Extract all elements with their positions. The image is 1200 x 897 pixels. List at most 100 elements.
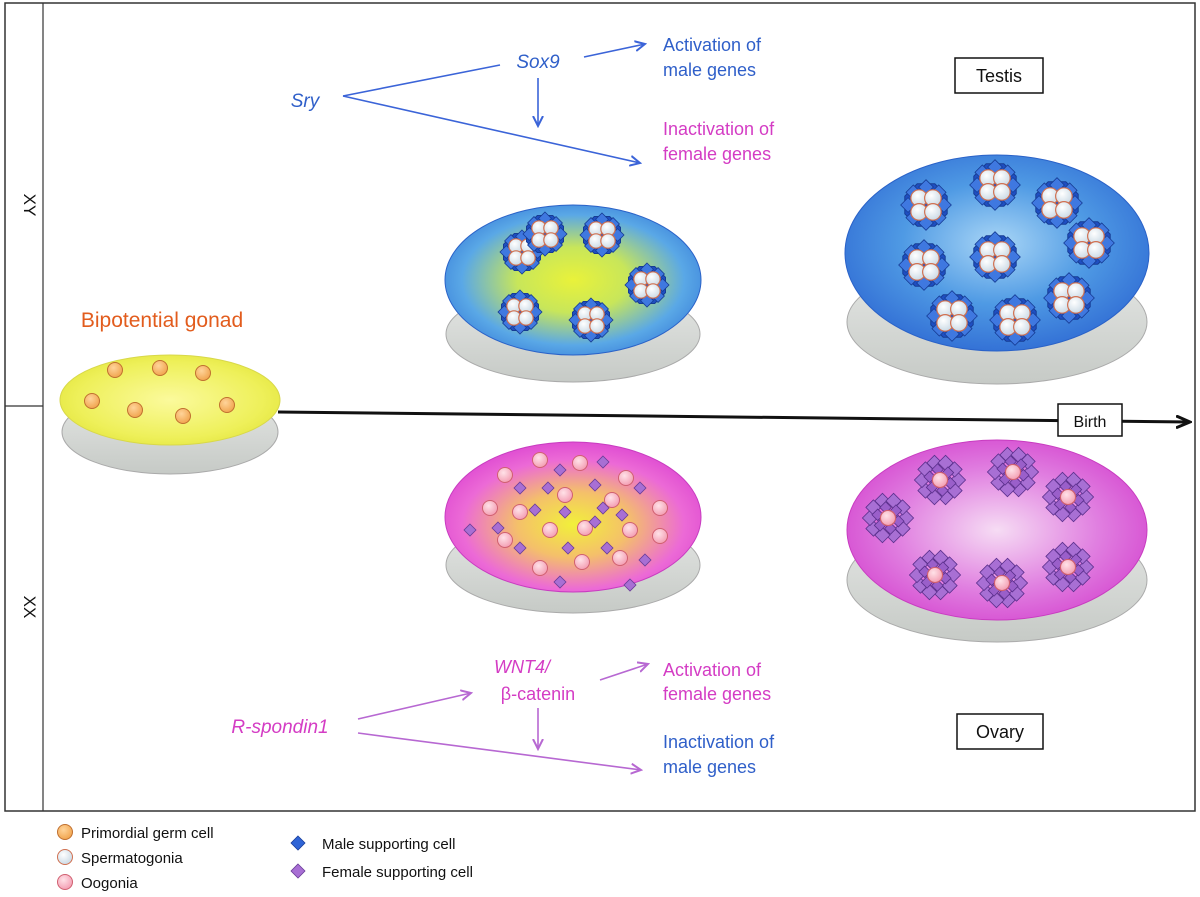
seminiferous-cord bbox=[499, 229, 545, 275]
legend-oogonia-label: Oogonia bbox=[81, 875, 138, 892]
primordial-germ-cell bbox=[219, 397, 235, 413]
female-supporting-cell bbox=[588, 478, 602, 492]
legend-spermatogonia-swatch bbox=[57, 849, 73, 865]
testis-gonad bbox=[844, 154, 1150, 385]
female-supporting-cell bbox=[463, 523, 477, 537]
female-supporting-cell bbox=[633, 481, 647, 495]
oogonia-cell bbox=[574, 554, 590, 570]
spermatogonia-cell bbox=[645, 283, 661, 299]
oogonia-cell bbox=[577, 520, 593, 536]
seminiferous-cord bbox=[900, 179, 952, 231]
female-supporting-cell bbox=[588, 515, 602, 529]
female-activation-line2: female genes bbox=[663, 684, 771, 704]
birth-label: Birth bbox=[1074, 414, 1107, 431]
sry-to-sox9-arrow bbox=[342, 64, 501, 97]
seminiferous-cord bbox=[926, 290, 978, 342]
oogonia-cell bbox=[1059, 488, 1077, 506]
female-supporting-cell bbox=[941, 556, 958, 573]
female-supporting-cell bbox=[946, 461, 963, 478]
seminiferous-cord bbox=[568, 297, 614, 343]
wnt4-to-female-genes-arrow bbox=[599, 664, 648, 681]
oogonia-cell bbox=[497, 467, 513, 483]
female-supporting-cell bbox=[541, 481, 555, 495]
female-inactivation-line2: female genes bbox=[663, 144, 771, 164]
oogonia-cell bbox=[532, 452, 548, 468]
spermatogonia-cell bbox=[1067, 296, 1085, 314]
wnt4-gene-label: WNT4/ bbox=[494, 657, 552, 677]
legend-male-support-swatch bbox=[290, 835, 306, 851]
rspondin1-gene-label: R-spondin1 bbox=[231, 717, 328, 738]
sox9-gene-label: Sox9 bbox=[516, 52, 560, 73]
spermatogonia-cell bbox=[950, 314, 968, 332]
female-supporting-cell bbox=[1064, 571, 1077, 584]
legend-male-support-label: Male supporting cell bbox=[322, 836, 455, 853]
seminiferous-cord bbox=[969, 231, 1021, 283]
female-supporting-cell bbox=[623, 578, 637, 592]
ovary-gonad bbox=[846, 439, 1148, 643]
legend-female-support-swatch bbox=[290, 863, 306, 879]
beta-catenin-label: β-catenin bbox=[501, 684, 575, 704]
spermatogonia-cell bbox=[600, 233, 616, 249]
ovarian-follicle bbox=[986, 446, 1040, 498]
male-activation-line1: Activation of bbox=[663, 35, 762, 55]
legend-primordial-label: Primordial germ cell bbox=[81, 825, 214, 842]
female-supporting-cell bbox=[998, 587, 1011, 600]
primordial-germ-cell bbox=[127, 402, 143, 418]
female-supporting-cell bbox=[513, 481, 527, 495]
early-male-gonad bbox=[444, 204, 702, 383]
xx-pathway: R-spondin1 WNT4/ β-catenin Activation of… bbox=[231, 657, 775, 777]
seminiferous-cord bbox=[898, 239, 950, 291]
female-supporting-cell bbox=[513, 541, 527, 555]
spermatogonia-cell bbox=[1013, 318, 1031, 336]
primordial-germ-cell bbox=[175, 408, 191, 424]
oogonia-cell bbox=[1059, 558, 1077, 576]
seminiferous-cord bbox=[989, 294, 1041, 346]
female-supporting-cell bbox=[528, 503, 542, 517]
female-supporting-cell bbox=[491, 521, 505, 535]
xy-label: XY bbox=[20, 194, 39, 217]
legend-spermatogonia-label: Spermatogonia bbox=[81, 850, 183, 867]
ovarian-follicle bbox=[908, 549, 962, 601]
spermatogonia-cell bbox=[922, 263, 940, 281]
female-supporting-cell bbox=[1019, 453, 1036, 470]
ovarian-follicle bbox=[1041, 541, 1095, 593]
spermatogonia-cell bbox=[924, 203, 942, 221]
testis-box bbox=[954, 57, 1044, 94]
xx-label: XX bbox=[20, 596, 39, 619]
female-supporting-cell bbox=[1074, 478, 1091, 495]
male-inactivation-line2: male genes bbox=[663, 757, 756, 777]
female-supporting-cell bbox=[558, 505, 572, 519]
female-inactivation-line1: Inactivation of bbox=[663, 119, 775, 139]
oogonia-cell bbox=[1004, 463, 1022, 481]
oogonia-cell bbox=[542, 522, 558, 538]
female-supporting-cell bbox=[1074, 548, 1091, 565]
oogonia-cell bbox=[926, 566, 944, 584]
seminiferous-cord bbox=[497, 289, 543, 335]
spermatogonia-cell bbox=[1087, 241, 1105, 259]
female-supporting-cell bbox=[600, 541, 614, 555]
ovary-label: Ovary bbox=[976, 722, 1024, 742]
spermatogonia-cell bbox=[543, 232, 559, 248]
female-supporting-cell bbox=[553, 575, 567, 589]
female-supporting-cell bbox=[596, 455, 610, 469]
rspondin1-to-wnt4-arrow bbox=[357, 693, 471, 720]
spermatogonia-cell bbox=[589, 318, 605, 334]
female-activation-line1: Activation of bbox=[663, 660, 762, 680]
female-supporting-cell bbox=[561, 541, 575, 555]
male-activation-line2: male genes bbox=[663, 60, 756, 80]
sox9-to-male-genes-arrow bbox=[583, 44, 645, 58]
oogonia-cell bbox=[622, 522, 638, 538]
bipotential-gonad bbox=[59, 354, 281, 475]
ovary-box bbox=[956, 713, 1044, 750]
oogonia-cell bbox=[618, 470, 634, 486]
seminiferous-cord bbox=[1063, 217, 1115, 269]
primordial-germ-cell bbox=[195, 365, 211, 381]
ovarian-follicle bbox=[913, 454, 967, 506]
testis-label: Testis bbox=[976, 66, 1022, 86]
oogonia-cell bbox=[572, 455, 588, 471]
female-supporting-cell bbox=[638, 553, 652, 567]
legend: Primordial germ cell Spermatogonia Oogon… bbox=[57, 824, 473, 892]
spermatogonia-cell bbox=[993, 183, 1011, 201]
legend-oogonia-swatch bbox=[57, 874, 73, 890]
